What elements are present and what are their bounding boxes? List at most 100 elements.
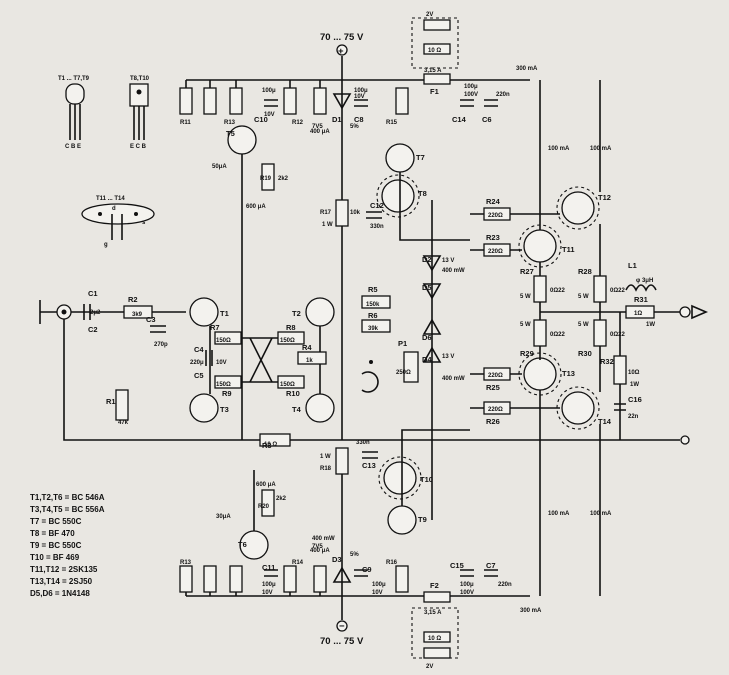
label-p1: P1 xyxy=(398,339,407,348)
value-r25: 220Ω xyxy=(488,373,503,379)
fuse-f1 xyxy=(423,73,451,85)
power-r30: 5 W xyxy=(578,322,589,328)
inductor-l1 xyxy=(625,284,657,292)
unit-c8: 10V xyxy=(354,94,365,100)
label-r11: R11 xyxy=(180,120,191,126)
legend-line-1: T1,T2,T6 = BC 546A xyxy=(30,493,105,502)
unit-c10: 10V xyxy=(264,112,275,118)
value-r19: 2k2 xyxy=(278,176,289,182)
zener-d3: 7V5 xyxy=(312,544,323,550)
current-600-bot: 600 μA xyxy=(256,482,276,488)
label-r26: R26 xyxy=(486,417,500,426)
label-t5: T5 xyxy=(226,129,235,138)
value-c10: 100μ xyxy=(262,88,276,94)
value-c13: 330n xyxy=(356,440,370,446)
legend-line-4: T8 = BF 470 xyxy=(30,529,75,538)
label-c9: C9 xyxy=(362,565,372,574)
fuse-bot-voltage: 2V xyxy=(426,664,433,670)
unit-c14: 100V xyxy=(464,92,478,98)
power-r28: 5 W xyxy=(578,294,589,300)
unit-c9: 10V xyxy=(372,590,383,596)
label-t11: T11 xyxy=(562,245,575,254)
transistor-t10 xyxy=(383,461,417,495)
value-r5: 150k xyxy=(366,302,380,308)
value-c45: 220μ xyxy=(190,360,204,366)
value-r31: 1Ω xyxy=(634,311,642,317)
label-d3: D3 xyxy=(332,555,342,564)
value-r24: 220Ω xyxy=(488,213,503,219)
current-400-top: 400 μA xyxy=(310,129,330,135)
legend-line-3: T7 = BC 550C xyxy=(30,517,82,526)
label-r13t: R13 xyxy=(224,120,236,126)
fuse-top-resistor: 10 Ω xyxy=(428,48,441,54)
value-c9: 100μ xyxy=(372,582,386,588)
value-r30: 0Ω22 xyxy=(610,332,625,338)
unit-c11: 10V xyxy=(262,590,273,596)
pkg-label-t1: T1 ... T7,T9 xyxy=(58,76,90,82)
current-50: 50μA xyxy=(212,164,227,170)
unit-c15: 100V xyxy=(460,590,474,596)
label-r23: R23 xyxy=(486,233,500,242)
label-r20: R20 xyxy=(258,504,270,510)
power-d4: 400 mW xyxy=(442,376,465,382)
label-r7: R7 xyxy=(210,323,220,332)
label-c7: C7 xyxy=(486,561,496,570)
fuse-f1-rating: 3,15 A xyxy=(424,68,442,74)
label-r19: R19 xyxy=(260,176,272,182)
zener-d2: 13 V xyxy=(442,258,454,264)
label-r10: R10 xyxy=(286,389,300,398)
label-r29: R29 xyxy=(520,349,534,358)
label-r1: R1 xyxy=(106,397,116,406)
legend-line-2: T3,T4,T5 = BC 556A xyxy=(30,505,105,514)
legend-line-8: T13,T14 = 2SJ50 xyxy=(30,577,93,586)
legend-line-7: T11,T12 = 2SK135 xyxy=(30,565,98,574)
component-legend: T1,T2,T6 = BC 546A T3,T4,T5 = BC 556A T7… xyxy=(30,493,105,598)
power-r27: 5 W xyxy=(520,294,531,300)
label-c3: C3 xyxy=(146,315,156,324)
legend-line-6: T10 = BF 469 xyxy=(30,553,80,562)
label-r5: R5 xyxy=(368,285,378,294)
label-d5: D5 xyxy=(422,283,432,292)
power-d2: 400 mW xyxy=(442,268,465,274)
current-100-b: 100 mA xyxy=(590,146,612,152)
pkg-label-t8: T8,T10 xyxy=(130,76,150,82)
value-r7: 150Ω xyxy=(216,338,231,344)
label-t12: T12 xyxy=(598,193,611,202)
value-r8: 150Ω xyxy=(280,338,295,344)
current-400-bot: 400 μA xyxy=(310,548,330,554)
value-r17: 10k xyxy=(350,210,361,216)
label-r12: R12 xyxy=(292,120,304,126)
value-r9: 150Ω xyxy=(216,382,231,388)
power-r31: 1W xyxy=(646,322,655,328)
value-c15: 100μ xyxy=(460,582,474,588)
current-300-top: 300 mA xyxy=(516,66,538,72)
power-r17: 1 W xyxy=(322,222,333,228)
label-r13: R13 xyxy=(180,560,192,566)
label-d4: D4 xyxy=(422,355,432,364)
label-c11: C11 xyxy=(262,563,275,572)
value-r20: 2k2 xyxy=(276,496,287,502)
value-c6: 220n xyxy=(496,92,510,98)
label-d6: D6 xyxy=(422,333,432,342)
label-r4: R4 xyxy=(302,343,312,352)
label-t1: T1 xyxy=(220,309,229,318)
label-d2: D2 xyxy=(422,255,432,264)
label-c2: C2 xyxy=(88,325,98,334)
value-c3: 270p xyxy=(154,342,168,348)
pkg-pin-s: s xyxy=(142,220,146,226)
label-c10: C10 xyxy=(254,115,268,124)
value-r32: 10Ω xyxy=(628,370,640,376)
label-r30: R30 xyxy=(578,349,592,358)
label-r27: R27 xyxy=(520,267,534,276)
label-c12: C12 xyxy=(370,201,384,210)
fuse-f1-label: F1 xyxy=(430,87,439,96)
value-c12: 330n xyxy=(370,224,384,230)
label-r2: R2 xyxy=(128,295,138,304)
mosfet-t12 xyxy=(561,191,595,225)
zener-d4: 13 V xyxy=(442,354,454,360)
label-c14: C14 xyxy=(452,115,467,124)
current-100-a: 100 mA xyxy=(548,146,570,152)
label-c1: C1 xyxy=(88,289,98,298)
